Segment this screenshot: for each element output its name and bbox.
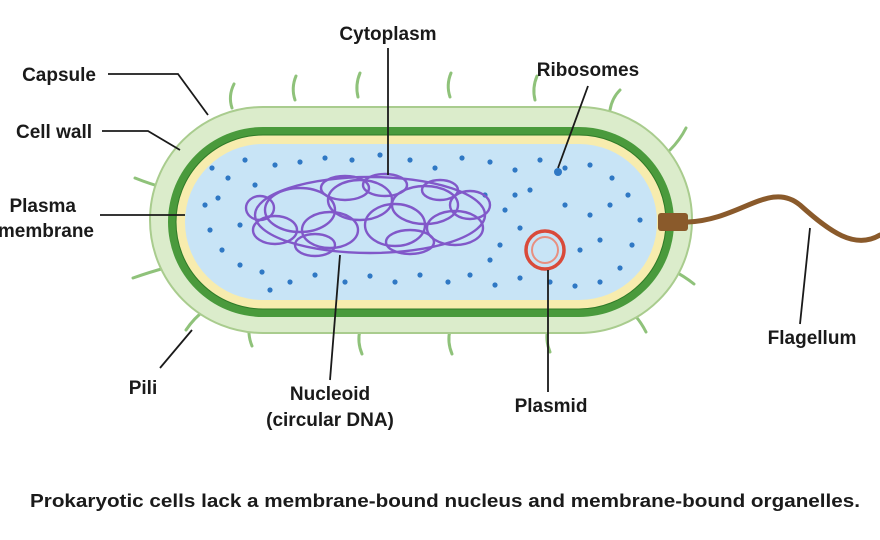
ribosome-dot bbox=[392, 279, 398, 285]
ribosome-dot bbox=[297, 159, 303, 165]
ribosome-dot bbox=[487, 159, 493, 165]
ribosome-dot bbox=[617, 265, 623, 271]
ribosome-dot bbox=[629, 242, 635, 248]
flagellum-leader bbox=[799, 227, 811, 325]
ribosome-dot bbox=[259, 269, 265, 275]
ribosome-dot bbox=[625, 192, 631, 198]
dna-loop bbox=[425, 209, 485, 247]
ribosome-dot bbox=[215, 195, 221, 201]
ribosome-dot bbox=[527, 187, 533, 193]
dna-loop bbox=[263, 186, 337, 234]
flagellum bbox=[685, 194, 880, 243]
ribosome-dot bbox=[467, 272, 473, 278]
capsule-leader bbox=[108, 73, 209, 116]
ribosome-dot bbox=[562, 165, 568, 171]
ribosome-dot bbox=[219, 247, 225, 253]
dna-loop bbox=[361, 172, 409, 198]
ribosome-dot bbox=[562, 202, 568, 208]
pilus bbox=[131, 266, 167, 280]
ribosome-dot bbox=[237, 262, 243, 268]
ribosomes-group bbox=[202, 152, 643, 293]
ribosome-dot bbox=[322, 155, 328, 161]
pilus bbox=[446, 71, 453, 99]
plasmid-inner bbox=[531, 236, 559, 264]
label-ribosomes: Ribosomes bbox=[537, 60, 639, 81]
ribosome-dot bbox=[459, 155, 465, 161]
label-cell-wall: Cell wall bbox=[16, 122, 92, 143]
label-nucleoid-line1: Nucleoid bbox=[290, 384, 370, 405]
flagellum-base bbox=[658, 213, 688, 231]
ribosome-dot bbox=[209, 165, 215, 171]
ribosome-dot bbox=[252, 182, 258, 188]
ribosome-dot bbox=[512, 192, 518, 198]
ribosome-dot bbox=[572, 283, 578, 289]
label-plasma-membrane-line2: membrane bbox=[0, 221, 94, 242]
label-plasmid: Plasmid bbox=[515, 396, 588, 417]
ribosome-dot bbox=[237, 222, 243, 228]
ribosome-dot bbox=[609, 175, 615, 181]
ribosome-dot bbox=[367, 273, 373, 279]
plasmid-outer bbox=[524, 229, 566, 271]
ribosome-dot bbox=[287, 279, 293, 285]
dna-loop bbox=[293, 232, 337, 258]
ribosome-dot bbox=[267, 287, 273, 293]
label-cytoplasm: Cytoplasm bbox=[339, 24, 436, 45]
label-pili: Pili bbox=[129, 378, 158, 399]
label-capsule: Capsule bbox=[22, 65, 96, 86]
dna-loop bbox=[251, 214, 299, 246]
ribosome-dot bbox=[202, 202, 208, 208]
ribosome-dot bbox=[587, 212, 593, 218]
dna-loop bbox=[448, 189, 492, 221]
ribosome-dot bbox=[537, 157, 543, 163]
ribosome-dot bbox=[497, 242, 503, 248]
ribosome-highlight bbox=[554, 168, 562, 176]
dna-loop bbox=[300, 210, 360, 250]
ribosome-dot bbox=[577, 247, 583, 253]
dna-loop bbox=[244, 194, 276, 222]
cell-wall-leader bbox=[102, 130, 181, 151]
pilus bbox=[668, 126, 688, 152]
ribosome-dot bbox=[225, 175, 231, 181]
ribosome-dot bbox=[607, 202, 613, 208]
ribosome-dot bbox=[512, 167, 518, 173]
dna-loop bbox=[420, 178, 460, 202]
ribosome-dot bbox=[207, 227, 213, 233]
ribosome-dot bbox=[517, 275, 523, 281]
label-plasma-membrane-line1: Plasma bbox=[9, 196, 76, 217]
ribosome-dot bbox=[587, 162, 593, 168]
nucleoid bbox=[244, 172, 492, 258]
pilus bbox=[532, 74, 539, 102]
ribosome-dot bbox=[432, 165, 438, 171]
ribosome-dot bbox=[517, 225, 523, 231]
nucleoid-leader bbox=[329, 254, 341, 381]
ribosome-dot bbox=[407, 157, 413, 163]
ribosome-dot bbox=[445, 279, 451, 285]
pilus bbox=[291, 74, 298, 102]
dna-loop bbox=[384, 228, 436, 256]
caption: Prokaryotic cells lack a membrane-bound … bbox=[30, 491, 860, 511]
ribosome-dot bbox=[492, 282, 498, 288]
ribosome-dot bbox=[242, 157, 248, 163]
leader-lines bbox=[100, 48, 811, 392]
pilus bbox=[608, 88, 622, 112]
ribosome-dot bbox=[637, 217, 643, 223]
ribosome-dot bbox=[377, 152, 383, 158]
ribosome-dot bbox=[349, 157, 355, 163]
label-flagellum: Flagellum bbox=[768, 328, 857, 349]
pilus bbox=[228, 82, 236, 110]
ribosome-dot bbox=[487, 257, 493, 263]
pilus bbox=[355, 71, 362, 99]
ribosomes-leader bbox=[557, 85, 589, 169]
ribosome-dot bbox=[312, 272, 318, 278]
ribosome-dot bbox=[597, 237, 603, 243]
label-nucleoid-line2: (circular DNA) bbox=[266, 410, 394, 431]
ribosome-dot bbox=[417, 272, 423, 278]
ribosome-dot bbox=[342, 279, 348, 285]
pili-leader bbox=[159, 329, 193, 369]
ribosome-dot bbox=[597, 279, 603, 285]
ribosome-dot bbox=[502, 207, 508, 213]
ribosome-dot bbox=[272, 162, 278, 168]
dna-loop bbox=[319, 174, 371, 202]
